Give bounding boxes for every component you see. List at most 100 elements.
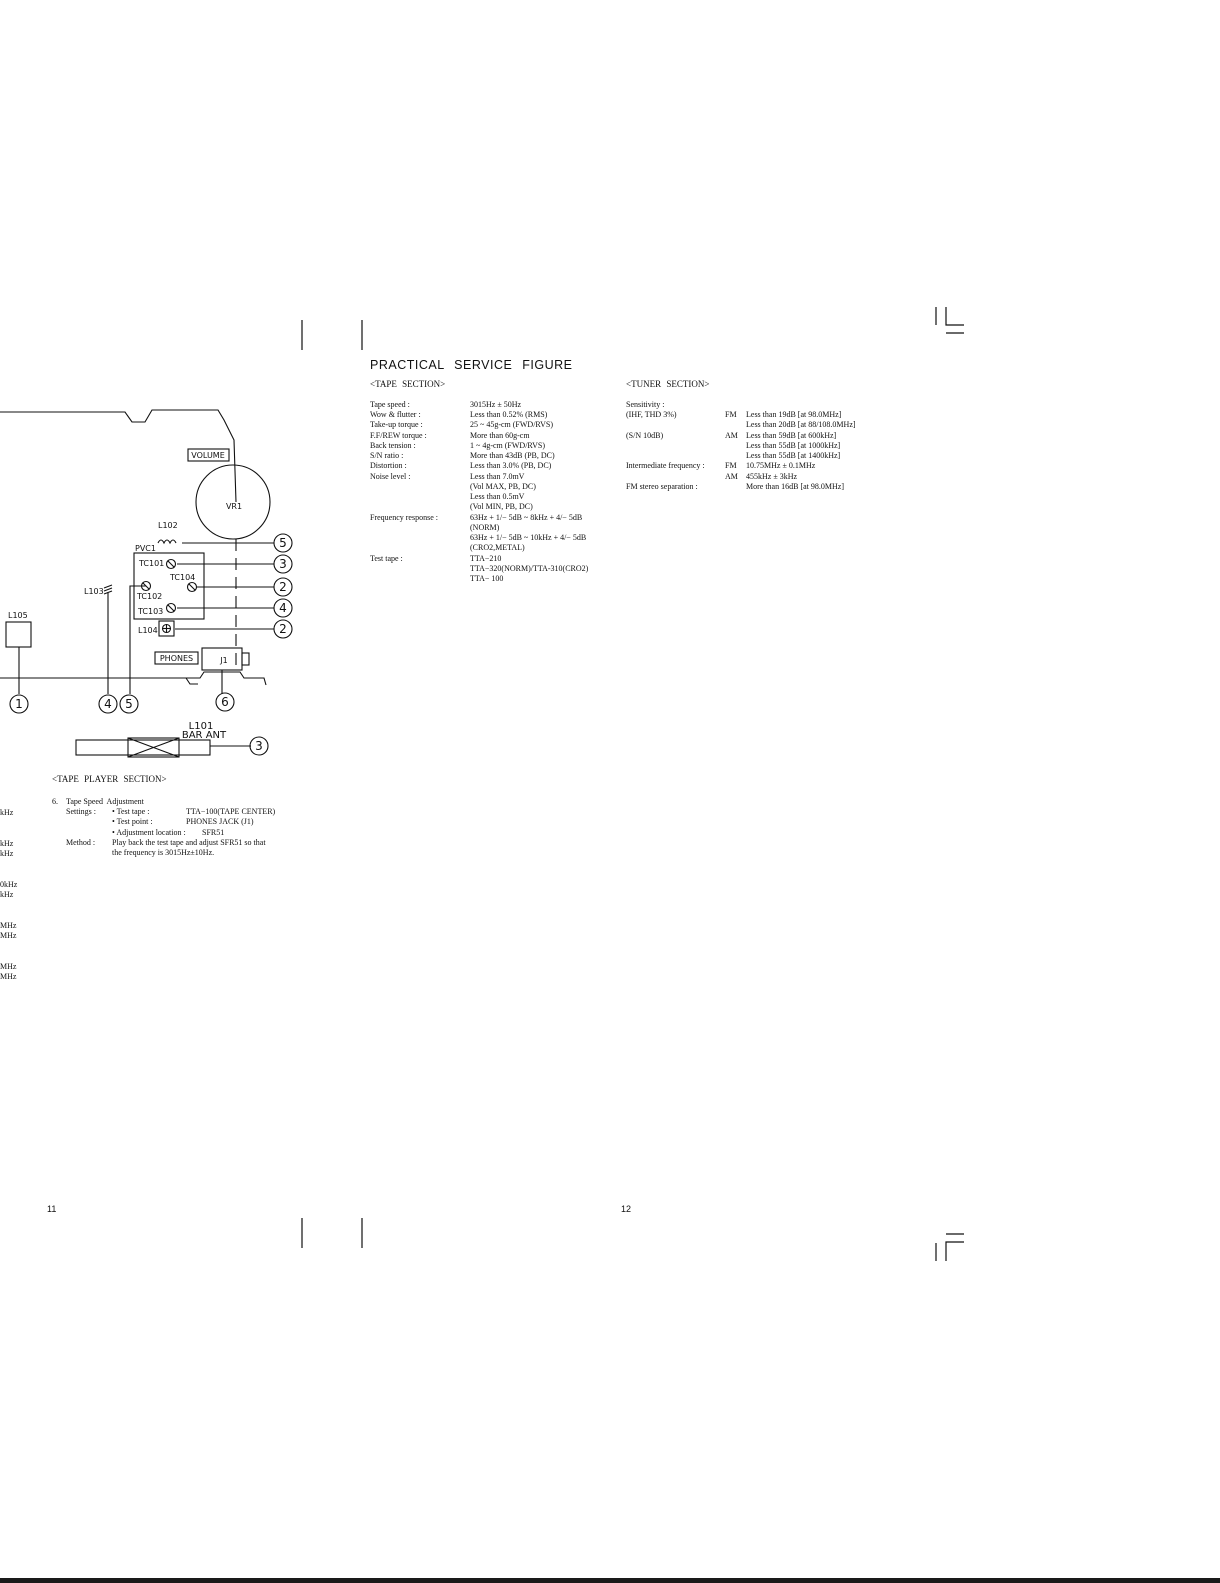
spec-label: (IHF, THD 3%)	[626, 410, 677, 419]
spec-value: 1 ~ 4g-cm (FWD/RVS)	[470, 441, 546, 450]
tc103-label: TC103	[137, 607, 163, 616]
spec-label: (S/N 10dB)	[626, 431, 664, 440]
tape-player-heading: <TAPE PLAYER SECTION>	[52, 774, 167, 784]
spec-label: FM stereo separation :	[626, 482, 698, 491]
volume-label: VOLUME	[191, 451, 225, 460]
spec-label: Intermediate frequency :	[626, 461, 705, 470]
callout-4-bottom: 4	[104, 697, 112, 711]
callout-3-antenna: 3	[255, 739, 263, 753]
spec-label: Noise level :	[370, 472, 411, 481]
spec-value: (NORM)	[470, 523, 500, 532]
spec-label: Take-up torque :	[370, 420, 423, 429]
spec-value: Less than 0.52% (RMS)	[470, 410, 548, 419]
spec-value: TTA− 100	[470, 574, 504, 583]
spec-value: Less than 7.0mV	[470, 472, 525, 481]
spec-value: TTA−320(NORM)/TTA-310(CRO2)	[470, 564, 589, 573]
l102-label: L102	[158, 521, 178, 530]
edge-fragment: kHz	[0, 890, 14, 899]
settings-label: Settings :	[66, 807, 97, 816]
callout-6: 6	[221, 695, 229, 709]
edge-fragment: MHz	[0, 962, 17, 971]
spec-value: 63Hz + 1/− 5dB ~ 8kHz + 4/− 5dB	[470, 513, 583, 522]
spec-value: (CRO2,METAL)	[470, 543, 525, 552]
spec-label: Sensitivity :	[626, 400, 665, 409]
page-number-left: 11	[47, 1204, 57, 1214]
method-line: the frequency is 3015Hz±10Hz.	[112, 848, 215, 857]
spec-value: Less than 19dB [at 98.0MHz]	[746, 410, 842, 419]
edge-fragment: kHz	[0, 808, 14, 817]
spec-value: (Vol MIN, PB, DC)	[470, 502, 533, 511]
setting-value: PHONES JACK (J1)	[186, 817, 254, 826]
spec-value: (Vol MAX, PB, DC)	[470, 482, 536, 491]
band-label: AM	[725, 431, 738, 440]
edge-fragment: MHz	[0, 931, 17, 940]
page-title: PRACTICAL SERVICE FIGURE	[370, 358, 573, 372]
setting-key: • Test point :	[112, 817, 153, 826]
spec-value: 455kHz ± 3kHz	[746, 472, 798, 481]
spec-value: Less than 20dB [at 88/108.0MHz]	[746, 420, 856, 429]
tc102-label: TC102	[136, 592, 162, 601]
method-label: Method :	[66, 838, 96, 847]
setting-key: • Test tape :	[112, 807, 150, 816]
edge-fragment: 0kHz	[0, 880, 18, 889]
spec-label: Distortion :	[370, 461, 407, 470]
tc101-label: TC101	[138, 559, 164, 568]
l101-label: L101	[189, 721, 214, 732]
callout-1: 1	[15, 697, 23, 711]
l103-label: L103	[84, 587, 104, 596]
spec-value: TTA−210	[470, 554, 502, 563]
spec-label: S/N ratio :	[370, 451, 404, 460]
spec-value: Less than 55dB [at 1000kHz]	[746, 441, 841, 450]
j1-label: J1	[219, 656, 227, 665]
vr1-label: VR1	[226, 502, 242, 511]
l104-label: L104	[138, 626, 158, 635]
edge-fragment: MHz	[0, 972, 17, 981]
scan-bottom-edge	[0, 1578, 1220, 1583]
spec-label: Test tape :	[370, 554, 403, 563]
tape-section-heading: <TAPE SECTION>	[370, 379, 446, 389]
spec-value: Less than 0.5mV	[470, 492, 525, 501]
band-label: FM	[725, 461, 737, 470]
setting-value: TTA−100(TAPE CENTER)	[186, 807, 276, 816]
spec-value: Less than 3.0% (PB, DC)	[470, 461, 552, 470]
spec-value: More than 60g-cm	[470, 431, 530, 440]
spec-label: Back tension :	[370, 441, 416, 450]
item-number: 6.	[52, 797, 58, 806]
spec-label: Tape speed :	[370, 400, 410, 409]
page-number-right: 12	[621, 1204, 632, 1214]
spec-value: More than 43dB (PB, DC)	[470, 451, 555, 460]
callout-2-right-a: 2	[279, 580, 287, 594]
setting-value: SFR51	[202, 828, 225, 837]
tc104-label: TC104	[169, 573, 195, 582]
spec-label: Wow & flutter :	[370, 410, 421, 419]
pvc1-label: PVC1	[135, 544, 156, 553]
spec-value: 3015Hz ± 50Hz	[470, 400, 522, 409]
phones-label: PHONES	[160, 654, 193, 663]
spec-label: Frequency response :	[370, 513, 438, 522]
item-title: Tape Speed Adjustment	[66, 797, 144, 806]
callout-2-right-b: 2	[279, 622, 287, 636]
tuner-adjustment-diagram: VOLUME VR1 L102 PVC1 TC101 TC104 TC102 T…	[0, 409, 293, 758]
spec-value: 63Hz + 1/− 5dB ~ 10kHz + 4/− 5dB	[470, 533, 587, 542]
spec-label: F.F/REW torque :	[370, 431, 427, 440]
edge-fragment: kHz	[0, 849, 14, 858]
spec-value: 10.75MHz ± 0.1MHz	[746, 461, 816, 470]
band-label: FM	[725, 410, 737, 419]
spec-value: More than 16dB [at 98.0MHz]	[746, 482, 844, 491]
callout-5-bottom: 5	[125, 697, 133, 711]
tuner-section-heading: <TUNER SECTION>	[626, 379, 710, 389]
method-line: Play back the test tape and adjust SFR51…	[112, 838, 266, 847]
spec-value: 25 ~ 45g-cm (FWD/RVS)	[470, 420, 554, 429]
callout-4-right: 4	[279, 601, 287, 615]
callout-3-right: 3	[279, 557, 287, 571]
setting-key: • Adjustment location :	[112, 828, 186, 837]
spec-value: Less than 55dB [at 1400kHz]	[746, 451, 841, 460]
bar-ant-label: BAR ANT	[182, 730, 227, 741]
band-label: AM	[725, 472, 738, 481]
callout-5-right: 5	[279, 536, 287, 550]
edge-fragment: kHz	[0, 839, 14, 848]
edge-fragment: MHz	[0, 921, 17, 930]
spec-value: Less than 59dB [at 600kHz]	[746, 431, 837, 440]
l105-label: L105	[8, 611, 28, 620]
